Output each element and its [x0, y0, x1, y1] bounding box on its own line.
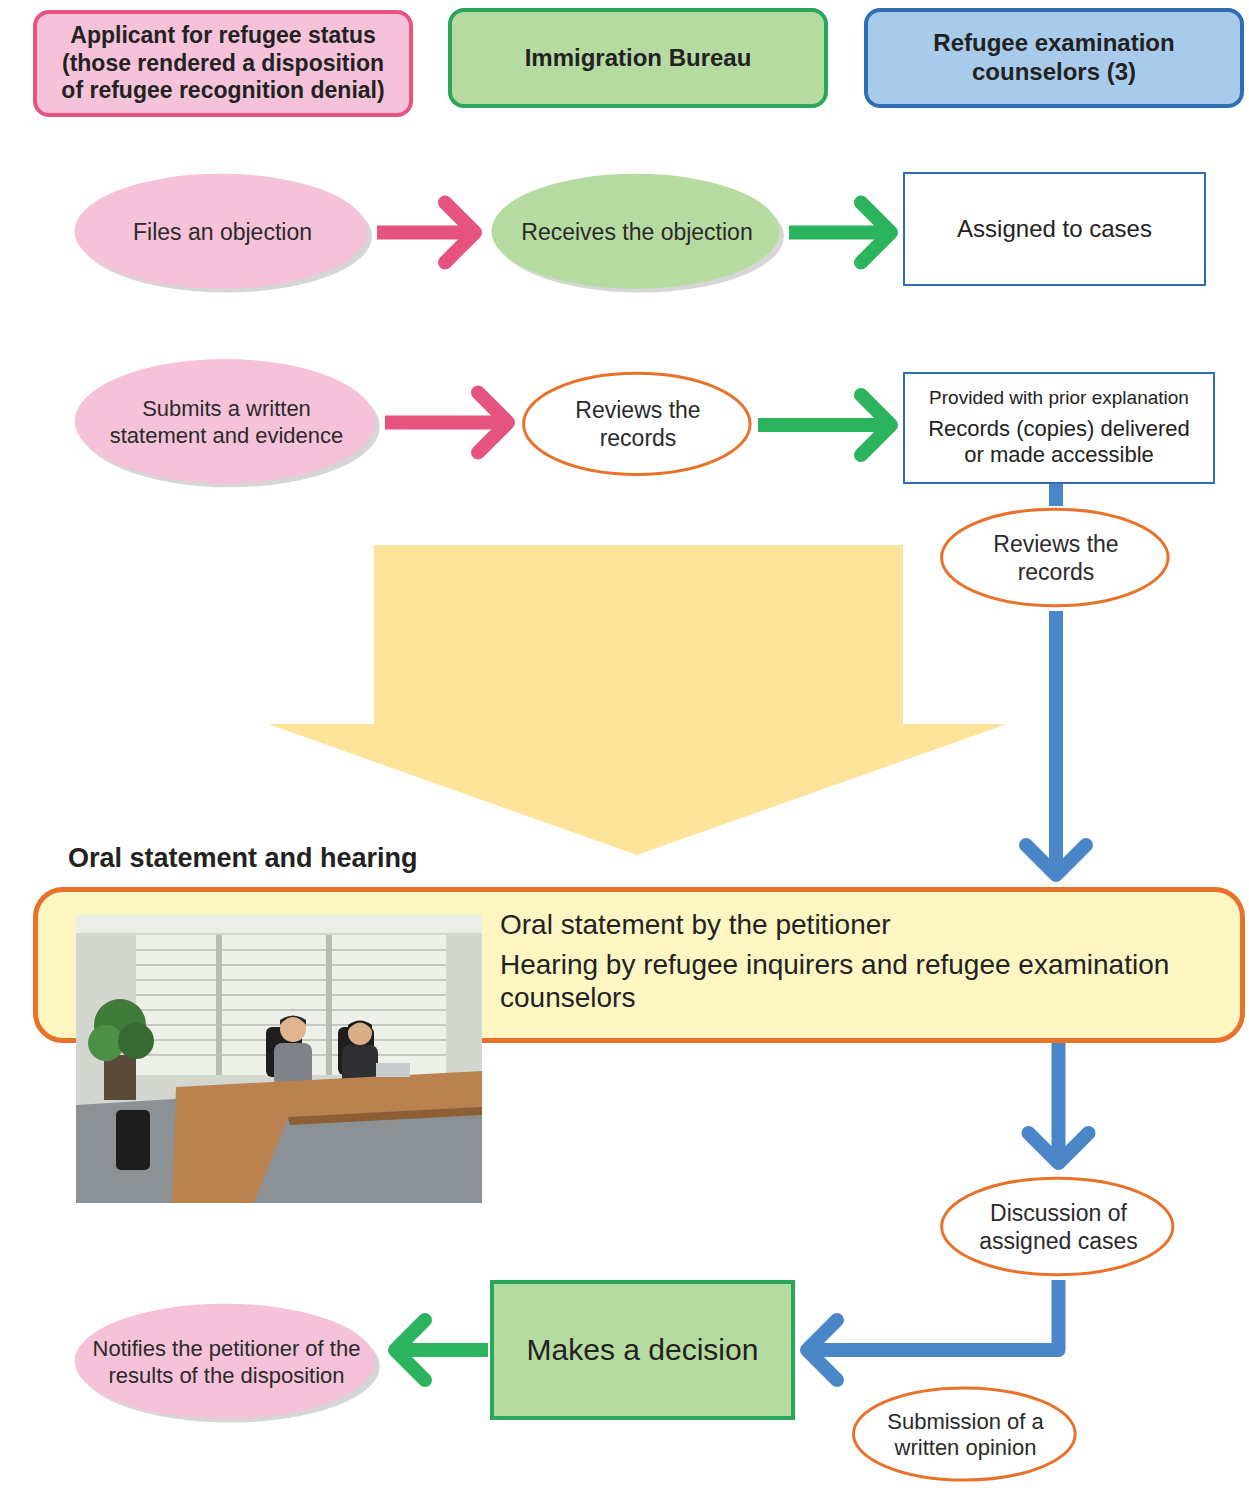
- connector-arrow: [395, 1320, 488, 1380]
- node-text: Files an objection: [133, 219, 312, 247]
- connector-line: [807, 1280, 1059, 1350]
- action-ellipse: Discussion of assigned cases: [938, 1175, 1179, 1280]
- big-arrow: [268, 545, 1007, 855]
- decision-box: Makes a decision: [490, 1280, 795, 1420]
- connector-line: [1049, 611, 1063, 875]
- lane-header: Refugee examination counselors (3): [864, 8, 1244, 108]
- arrow-head: [1029, 1133, 1089, 1163]
- process-box: Assigned to cases: [903, 172, 1206, 286]
- node-text: Submission of a written opinion: [866, 1409, 1065, 1462]
- action-ellipse: Reviews the records: [938, 506, 1174, 611]
- ellipse-shape: [942, 509, 1169, 606]
- connector-arrow: [385, 393, 508, 453]
- process-box: Provided with prior explanationRecords (…: [903, 372, 1215, 484]
- connector-line: [1052, 1043, 1066, 1163]
- node-text: Reviews the records: [955, 531, 1158, 586]
- step-ellipse: Receives the objection: [487, 170, 787, 295]
- ellipse-shape: [524, 373, 751, 474]
- node-text: Reviews the records: [537, 397, 740, 452]
- node-text: Applicant for refugee status (those rend…: [54, 22, 392, 105]
- arrow-head: [861, 203, 891, 263]
- node-text: Receives the objection: [521, 219, 752, 247]
- connector-arrow: [789, 203, 891, 263]
- ellipse-shape: [75, 359, 375, 483]
- connector-line: [758, 418, 891, 432]
- band-body: Oral statement by the petitionerHearing …: [500, 908, 1200, 1021]
- lane-header: Applicant for refugee status (those rend…: [33, 10, 413, 117]
- action-ellipse: Reviews the records: [520, 370, 756, 480]
- connector-arrow: [1056, 484, 1057, 506]
- ellipse-shape: [942, 1178, 1173, 1275]
- arrow-head: [1026, 845, 1086, 875]
- node-text: Provided with prior explanation: [929, 387, 1189, 410]
- arrow-head: [395, 1320, 425, 1380]
- arrow-head: [807, 1320, 837, 1380]
- node-text: Discussion of assigned cases: [955, 1200, 1162, 1255]
- step-ellipse: Files an objection: [70, 170, 375, 295]
- node-text: Makes a decision: [527, 1332, 759, 1368]
- node-text: Refugee examination counselors (3): [885, 29, 1223, 87]
- connector-line: [385, 416, 508, 430]
- connector-line: [1049, 484, 1063, 506]
- node-text: Oral statement by the petitioner: [500, 908, 1200, 942]
- step-ellipse: Submits a written statement and evidence: [70, 355, 383, 490]
- node-text: Assigned to cases: [957, 215, 1152, 244]
- connector-line: [789, 226, 891, 240]
- lane-header: Immigration Bureau: [448, 8, 828, 108]
- node-text: Notifies the petitioner of the results o…: [92, 1336, 361, 1389]
- connector-arrow: [807, 1280, 1059, 1380]
- connector-arrow: [1026, 611, 1086, 875]
- arrow-head: [861, 395, 891, 455]
- connector-arrow: [377, 203, 475, 263]
- connector-arrow: [758, 395, 891, 455]
- ellipse-shape: [853, 1388, 1075, 1480]
- arrow-head: [478, 393, 508, 453]
- meeting-photo: [76, 915, 482, 1203]
- ellipse-shape: [75, 174, 368, 289]
- node-text: Submits a written statement and evidence: [92, 396, 361, 449]
- ellipse-shape: [492, 174, 780, 289]
- node-text: Oral statement and hearing: [68, 842, 418, 874]
- ellipse-shape: [75, 1304, 375, 1419]
- step-ellipse: Notifies the petitioner of the results o…: [70, 1300, 383, 1425]
- connector-arrow: [1029, 1043, 1089, 1163]
- node-text: Immigration Bureau: [525, 44, 752, 73]
- node-text: Hearing by refugee inquirers and refugee…: [500, 948, 1200, 1015]
- node-text: Records (copies) delivered or made acces…: [921, 416, 1197, 469]
- arrow-head: [445, 203, 475, 263]
- action-ellipse: Submission of a written opinion: [850, 1385, 1081, 1485]
